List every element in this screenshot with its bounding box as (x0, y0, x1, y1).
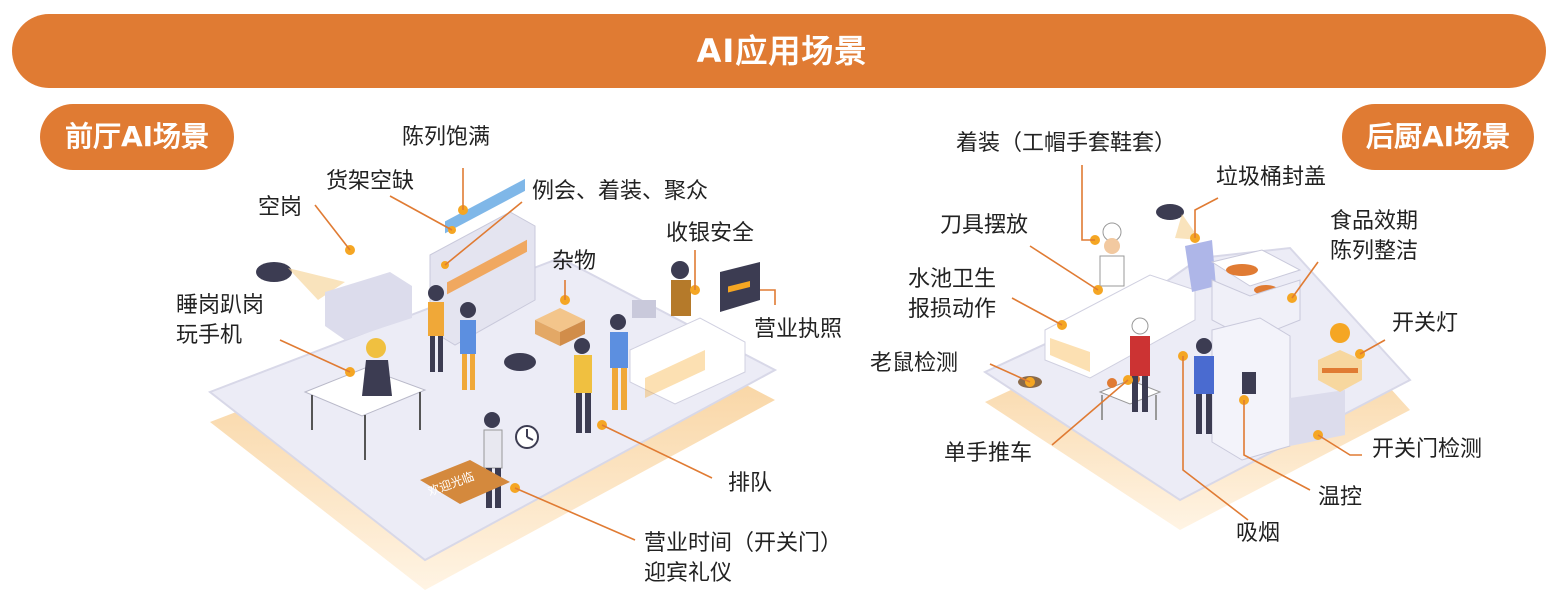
fridge (1211, 317, 1291, 461)
label-greeting-etiquette: 迎宾礼仪 (644, 561, 733, 586)
back-kitchen-heading: 后厨AI场景 (1342, 104, 1534, 170)
back-leader-lines (989, 165, 1386, 521)
cook-figure (1130, 317, 1150, 412)
label-knife-placement: 刀具摆放 (940, 213, 1029, 238)
label-food-expiry: 食品效期 (1330, 209, 1419, 234)
label-rat-detection: 老鼠检测 (870, 351, 959, 376)
label-dress-code: 着装（工帽手套鞋套） (956, 131, 1177, 156)
label-empty-post: 空岗 (258, 195, 303, 220)
label-shelf-gap: 货架空缺 (326, 169, 415, 194)
lamp-icon (1318, 323, 1362, 392)
label-display-tidy: 陈列整洁 (1330, 239, 1419, 264)
label-business-license: 营业执照 (754, 317, 843, 342)
label-business-hours: 营业时间（开关门） (644, 531, 843, 556)
license-card (720, 262, 760, 312)
clock-icon (515, 425, 539, 449)
camera-icon (256, 262, 345, 300)
customer-figures (574, 314, 628, 433)
label-queue: 排队 (728, 471, 773, 496)
label-door-detection: 开关门检测 (1372, 437, 1483, 462)
label-one-hand-cart: 单手推车 (944, 441, 1033, 466)
front-hall-heading: 前厅AI场景 (40, 104, 234, 170)
food-trays (1210, 249, 1302, 341)
label-light-switch: 开关灯 (1392, 311, 1459, 336)
label-clutter: 杂物 (552, 249, 597, 274)
staff-figures (428, 285, 476, 390)
label-smoking: 吸烟 (1236, 521, 1281, 546)
label-phone-usage: 玩手机 (176, 323, 243, 348)
label-trash-lid: 垃圾桶封盖 (1216, 165, 1327, 190)
prep-counter (1044, 274, 1196, 379)
cashier-counter (629, 261, 746, 405)
label-sleeping-on-duty: 睡岗趴岗 (176, 293, 265, 318)
label-display-full: 陈列饱满 (402, 125, 491, 150)
boxes (535, 308, 585, 346)
smoker-figure (1194, 338, 1214, 434)
label-meeting-dress-gathering: 例会、着装、聚众 (532, 179, 709, 204)
label-cashier-safety: 收银安全 (666, 221, 755, 246)
label-loss-action: 报损动作 (908, 297, 997, 322)
title-banner (12, 14, 1546, 88)
chef-figure (1099, 222, 1125, 287)
front-leader-lines (279, 168, 776, 541)
trash-bin (1185, 240, 1216, 292)
label-temperature-control: 温控 (1318, 485, 1363, 510)
welcome-mat (420, 460, 510, 504)
shelf (429, 178, 536, 346)
page-title: AI应用场景 (696, 32, 868, 70)
label-sink-hygiene: 水池卫生 (908, 267, 997, 292)
